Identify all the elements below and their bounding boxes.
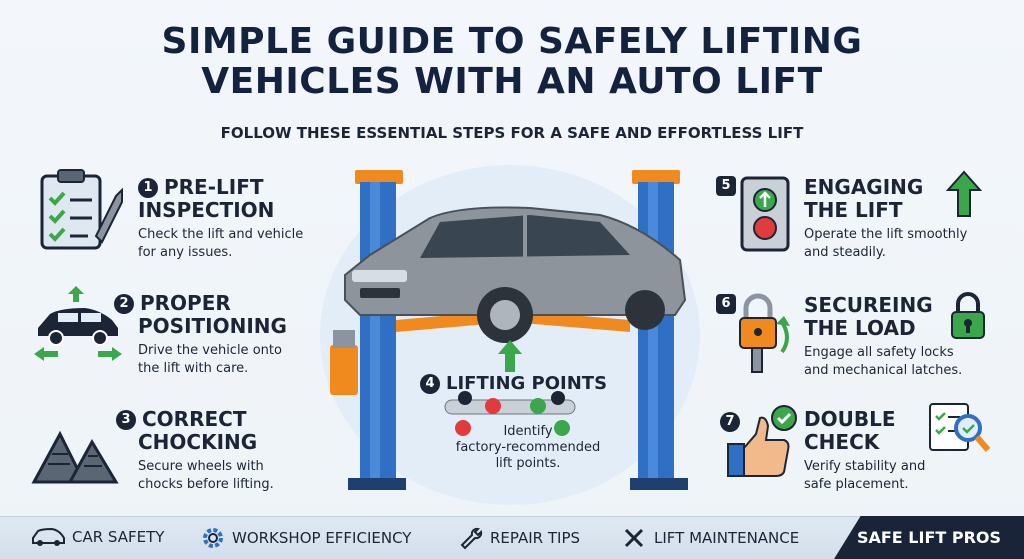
page-title: SIMPLE GUIDE TO SAFELY LIFTING VEHICLES … <box>0 22 1024 102</box>
wheel-chocks-icon <box>31 430 119 484</box>
step-1-number: 1 <box>138 178 158 198</box>
title-line-2: VEHICLES WITH AN AUTO LIFT <box>201 61 823 102</box>
step-4-number: 4 <box>420 374 440 394</box>
gear-icon <box>203 528 223 548</box>
step-6-number: 6 <box>716 294 736 314</box>
step-7-number: 7 <box>720 412 740 432</box>
step-5-number: 5 <box>716 176 736 196</box>
two-post-lift-illustration <box>320 165 700 505</box>
brand-badge: SAFE LIFT PROS <box>834 516 1024 559</box>
step-2-number: 2 <box>114 294 134 314</box>
step-4-title-text: LIFTING POINTS <box>446 373 608 394</box>
footer-repair-tips: REPAIR TIPS <box>458 526 580 550</box>
step-5: 5 <box>716 174 956 197</box>
padlock-icon <box>951 292 985 339</box>
step-4-title: 4 LIFTING POINTS <box>420 373 607 394</box>
title-line-1: SIMPLE GUIDE TO SAFELY LIFTING <box>161 21 863 62</box>
car-arrows-icon <box>34 286 122 361</box>
wrench-icon <box>460 527 483 550</box>
car-icon <box>32 527 65 546</box>
thumbs-up-check-icon <box>727 405 797 477</box>
arrow-up-icon <box>946 170 982 217</box>
step-6: 6 <box>716 292 756 315</box>
control-panel-icon <box>740 176 790 252</box>
footer-workshop-efficiency: WORKSHOP EFFICIENCY <box>200 526 411 550</box>
footer-car-safety: CAR SAFETY <box>30 526 164 548</box>
step-7: 7 <box>720 410 760 433</box>
footer-lift-maintenance: LIFT MAINTENANCE <box>622 526 799 550</box>
clipboard-wrench-icon <box>40 169 123 250</box>
checklist-magnifier-icon <box>929 403 991 452</box>
step-4-description: Identify factory-recommended lift points… <box>455 424 601 471</box>
step-3-number: 3 <box>116 410 136 430</box>
tools-icon <box>624 528 644 548</box>
padlock-key-icon <box>739 293 790 373</box>
page-subtitle: FOLLOW THESE ESSENTIAL STEPS FOR A SAFE … <box>220 124 804 142</box>
